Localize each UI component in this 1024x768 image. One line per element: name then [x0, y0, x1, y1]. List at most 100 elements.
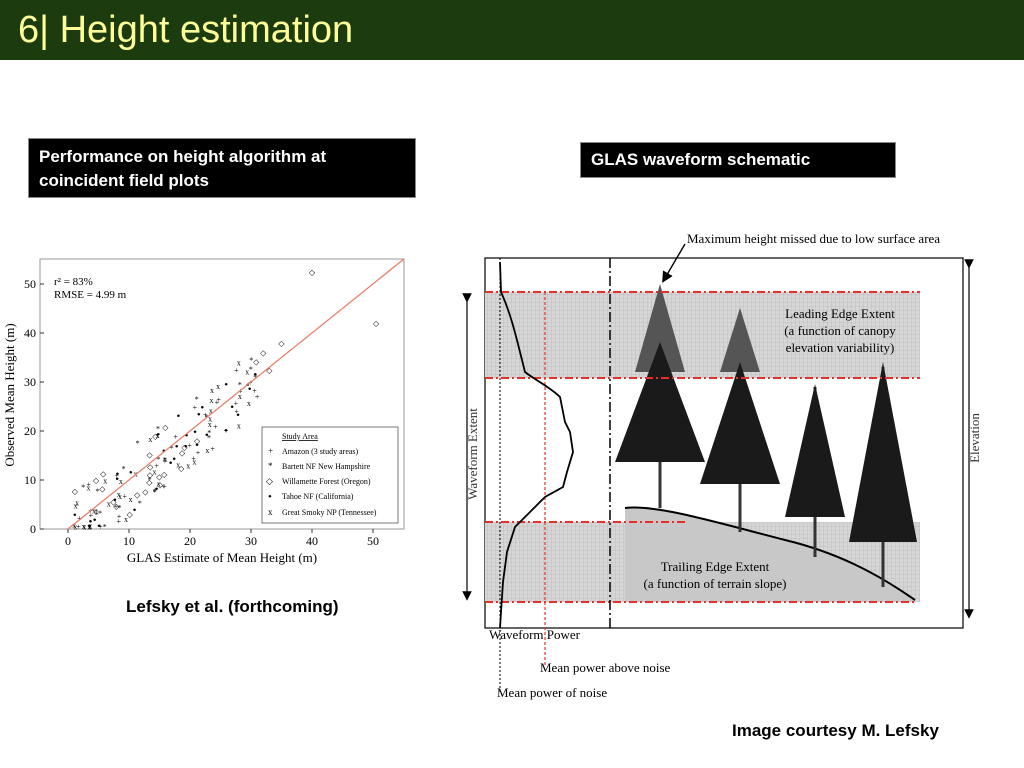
scatter-point: ◇ [93, 476, 100, 485]
scatter-point: ◇ [373, 319, 380, 328]
scatter-point: x [88, 521, 92, 530]
scatter-point: x [210, 386, 214, 395]
scatter-point: + [77, 514, 82, 523]
scatter-point: * [249, 356, 253, 365]
slide-title: 6| Height estimation [18, 9, 354, 51]
right-caption: Image courtesy M. Lefsky [732, 721, 939, 740]
title-bar: 6| Height estimation [0, 0, 1024, 60]
scatter-point: ◇ [156, 472, 163, 481]
mean-noise-label: Mean power of noise [497, 685, 607, 700]
scatter-point: x [247, 399, 251, 408]
scatter-points: •xx◇x••**x•+•+++◇+•◇x*+•**x+◇*x*x◇•◇+•x•… [72, 268, 380, 533]
max-height-pointer [662, 243, 686, 283]
scatter-point: • [193, 427, 197, 439]
tree-1 [615, 284, 705, 508]
scatter-point: • [200, 402, 204, 414]
terrain [625, 507, 915, 602]
fit-line [67, 258, 405, 530]
scatter-point: + [196, 449, 201, 458]
scatter-point: + [238, 387, 243, 396]
y-tick-label: 20 [24, 424, 36, 438]
scatter-point: * [94, 507, 98, 516]
scatter-point: x [103, 476, 107, 485]
x-tick-label: 0 [65, 534, 71, 548]
scatter-point: x [87, 523, 91, 532]
scatter-point: • [172, 454, 176, 466]
scatter-point: ◇ [179, 449, 186, 458]
scatter-point: ◇ [194, 436, 201, 445]
scatter-point: ◇ [181, 443, 188, 452]
scatter-point: x [186, 462, 190, 471]
scatter-point: + [252, 386, 257, 395]
scatter-point: • [195, 440, 199, 452]
scatter-point: + [116, 517, 121, 526]
scatter-point: • [113, 495, 117, 507]
scatter-point: + [193, 403, 198, 412]
scatter-point: • [129, 467, 133, 479]
y-tick-label: 50 [24, 277, 36, 291]
scatter-point: x [82, 523, 86, 532]
scatter-point: ◇ [278, 339, 285, 348]
scatter-point: x [88, 523, 92, 532]
schematic-frame [484, 257, 964, 629]
right-heading-text: GLAS waveform schematic [591, 150, 811, 169]
scatter-point: ◇ [146, 450, 153, 459]
scatter-point: • [169, 457, 173, 469]
left-heading-box: Performance on height algorithm at coinc… [28, 138, 416, 198]
legend-sym-0: + [268, 446, 273, 456]
y-tick-label: 30 [24, 375, 36, 389]
scatter-point: x [208, 420, 212, 429]
scatter-point: x [237, 358, 241, 367]
scatter-point: * [156, 424, 160, 433]
scatter-point: * [138, 499, 142, 508]
scatter-point: + [173, 432, 178, 441]
scatter-point: * [195, 395, 199, 404]
scatter-point: ◇ [110, 498, 117, 507]
legend-sym-1: * [268, 461, 273, 471]
scatter-point: * [156, 455, 160, 464]
scatter-point: x [75, 498, 79, 507]
scatter-point: • [175, 441, 179, 453]
scatter-frame [39, 258, 405, 530]
legend-sym-4: x [268, 507, 273, 517]
scatter-point: • [93, 514, 97, 526]
scatter-point: + [86, 480, 91, 489]
scatter-point: • [236, 409, 240, 421]
scatter-point: • [197, 409, 201, 421]
legend-sym-3: • [268, 491, 272, 503]
legend-title: Study Area [282, 432, 318, 441]
legend-label-2: Willamette Forest (Oregon) [282, 477, 371, 486]
waveform-power-label: Waveform Power [489, 627, 581, 642]
x-tick-label: 30 [245, 534, 257, 548]
scatter-point: ◇ [100, 469, 107, 478]
scatter-point: + [213, 423, 218, 432]
scatter-point: * [170, 444, 174, 453]
legend-sym-2: ◇ [266, 476, 273, 486]
legend-label-4: Great Smoky NP (Tennessee) [282, 508, 377, 517]
scatter-point: * [81, 483, 85, 492]
scatter-point: x [72, 521, 76, 530]
scatter-point: x [205, 446, 209, 455]
x-tick-label: 10 [123, 534, 135, 548]
scatter-point: x [82, 522, 86, 531]
scatter-point: x [119, 477, 123, 486]
scatter-point: x [92, 507, 96, 516]
x-tick-label: 50 [367, 534, 379, 548]
waveform-curve [499, 261, 574, 629]
scatter-point: + [191, 454, 196, 463]
scatter-point: + [234, 407, 239, 416]
scatter-point: + [117, 512, 122, 521]
y-axis-label: Observed Mean Height (m) [2, 323, 17, 466]
scatter-point: ◇ [146, 478, 153, 487]
scatter-point: • [185, 430, 189, 442]
scatter-point: • [115, 474, 119, 486]
scatter-point: x [157, 479, 161, 488]
scatter-point: x [124, 515, 128, 524]
scatter-point: x [74, 502, 78, 511]
scatter-point: + [187, 441, 192, 450]
scatter-point: • [184, 441, 188, 453]
stat-r2: r² = 83% [54, 276, 93, 288]
tree-4 [849, 362, 917, 587]
legend-label-0: Amazon (3 study areas) [282, 447, 359, 456]
scatter-point: + [154, 462, 159, 471]
